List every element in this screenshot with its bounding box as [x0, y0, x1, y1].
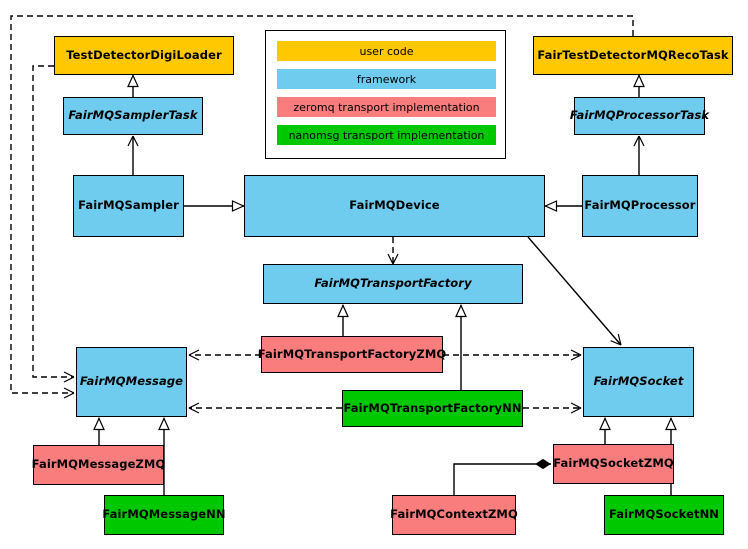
- edge-contextzmq-socketzmq: [453, 458, 551, 495]
- class-box-fairmqtransportfactorynn[interactable]: FairMQTransportFactoryNN: [342, 390, 523, 427]
- class-label: FairMQTransportFactory: [314, 276, 472, 291]
- legend-label: nanomsg transport implementation: [288, 128, 485, 142]
- class-label: FairMQMessageNN: [102, 507, 226, 522]
- legend-item-nanomsg: nanomsg transport implementation: [277, 125, 496, 145]
- legend-panel: user code framework zeromq transport imp…: [265, 30, 506, 159]
- class-box-fairmqsocket[interactable]: FairMQSocket: [583, 347, 694, 417]
- class-label: FairMQProcessor: [584, 198, 696, 213]
- class-label: FairMQSocketNN: [608, 507, 720, 522]
- class-label: FairMQTransportFactoryNN: [343, 400, 522, 415]
- class-label: FairMQSocketZMQ: [553, 456, 674, 471]
- class-box-fairmqtransportfactory[interactable]: FairMQTransportFactory: [263, 264, 523, 304]
- legend-item-zeromq: zeromq transport implementation: [277, 97, 496, 117]
- class-box-fairmqsocketzmq[interactable]: FairMQSocketZMQ: [553, 444, 674, 484]
- class-label: FairMQSamplerTask: [68, 108, 198, 123]
- class-box-fairmqsamplertask[interactable]: FairMQSamplerTask: [63, 97, 203, 135]
- class-label: FairMQProcessorTask: [569, 108, 710, 123]
- class-box-fairmqmessage[interactable]: FairMQMessage: [76, 347, 187, 417]
- class-label: FairMQMessage: [79, 374, 184, 389]
- class-box-testdetectordigiloader[interactable]: TestDetectorDigiLoader: [54, 36, 234, 75]
- class-box-fairmqprocessor[interactable]: FairMQProcessor: [582, 175, 698, 237]
- class-label: FairMQDevice: [349, 198, 440, 213]
- class-label: FairMQTransportFactoryZMQ: [257, 346, 447, 361]
- class-label: FairTestDetectorMQRecoTask: [537, 47, 729, 62]
- class-box-fairmqtransportfactoryzmq[interactable]: FairMQTransportFactoryZMQ: [258, 336, 446, 373]
- legend-item-framework: framework: [277, 69, 496, 89]
- legend-label: user code: [359, 44, 414, 58]
- legend-label: zeromq transport implementation: [293, 100, 480, 114]
- class-box-fairmqsampler[interactable]: FairMQSampler: [73, 175, 184, 237]
- class-label: FairMQSocket: [593, 374, 684, 389]
- legend-label: framework: [356, 72, 417, 86]
- class-label: FairMQContextZMQ: [390, 507, 518, 522]
- class-box-fairmqsocketnn[interactable]: FairMQSocketNN: [604, 495, 724, 535]
- class-label: FairMQMessageZMQ: [31, 457, 166, 472]
- class-box-fairmqprocessortask[interactable]: FairMQProcessorTask: [570, 97, 709, 135]
- class-box-fairmqmessagezmq[interactable]: FairMQMessageZMQ: [31, 445, 166, 485]
- class-label: TestDetectorDigiLoader: [66, 47, 222, 62]
- edge-device-socket: [527, 236, 622, 346]
- class-box-fairmqdevice[interactable]: FairMQDevice: [244, 175, 545, 237]
- class-label: FairMQSampler: [78, 198, 179, 213]
- legend-item-user-code: user code: [277, 41, 496, 61]
- class-box-fairmqmessagenn[interactable]: FairMQMessageNN: [102, 495, 226, 535]
- class-box-fairmqcontextzmq[interactable]: FairMQContextZMQ: [390, 495, 518, 535]
- class-box-fairtestdetectormqrecotask[interactable]: FairTestDetectorMQRecoTask: [533, 36, 733, 75]
